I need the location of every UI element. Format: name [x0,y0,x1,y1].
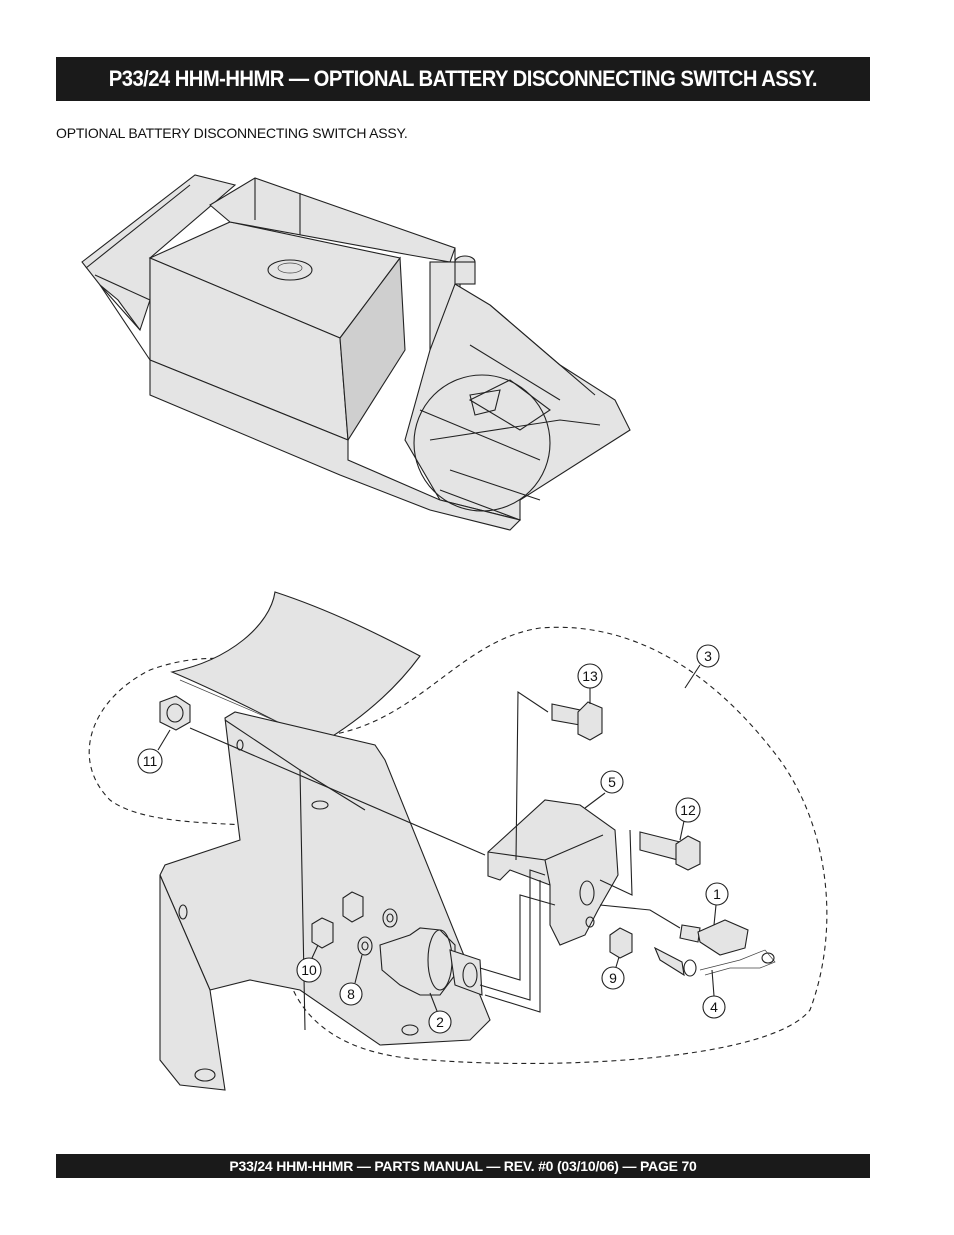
chassis-drawing [81,174,631,531]
callout-8: 8 [339,954,363,1006]
svg-text:11: 11 [143,753,158,769]
page-title-bar: P33/24 HHM-HHMR — OPTIONAL BATTERY DISCO… [56,57,870,101]
svg-text:2: 2 [436,1014,444,1030]
svg-text:12: 12 [680,802,696,818]
svg-text:9: 9 [609,970,617,986]
callout-10: 10 [296,944,322,983]
callout-4: 4 [702,969,726,1019]
callout-12: 12 [675,797,701,841]
page-title: P33/24 HHM-HHMR — OPTIONAL BATTERY DISCO… [108,66,818,91]
svg-text:5: 5 [608,774,616,790]
callout-1: 1 [705,882,729,926]
svg-text:13: 13 [582,668,598,684]
callout-3: 3 [684,644,720,689]
callout-11: 11 [137,729,171,774]
svg-text:8: 8 [347,986,355,1002]
callout-2: 2 [428,992,452,1034]
page-footer-text: P33/24 HHM-HHMR — PARTS MANUAL — REV. #0… [229,1158,697,1174]
svg-text:3: 3 [704,648,712,664]
exploded-drawing [88,591,828,1091]
section-subtitle: OPTIONAL BATTERY DISCONNECTING SWITCH AS… [56,125,408,141]
svg-text:1: 1 [713,886,721,902]
page-footer-bar: P33/24 HHM-HHMR — PARTS MANUAL — REV. #0… [56,1154,870,1178]
svg-text:10: 10 [301,962,317,978]
callout-13: 13 [577,663,603,704]
svg-text:4: 4 [710,999,718,1015]
callout-9: 9 [601,956,625,990]
callout-5: 5 [584,770,624,809]
